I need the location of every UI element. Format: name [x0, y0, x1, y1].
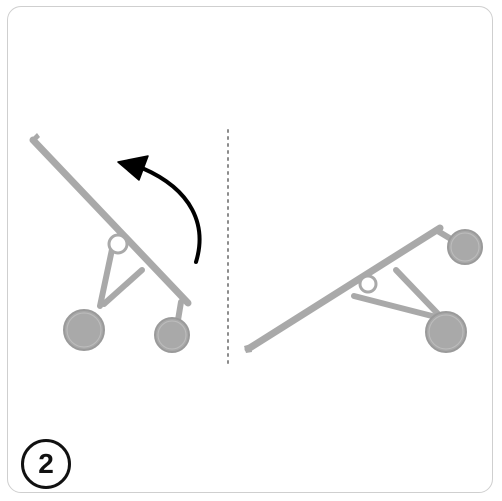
rear-brace [101, 267, 145, 307]
stroller-unfolded [29, 133, 192, 353]
lower-wheel [425, 311, 467, 353]
main-frame [29, 136, 192, 307]
step-number-badge: 2 [21, 439, 71, 489]
rear-wheel [154, 317, 190, 353]
brace-b [393, 267, 443, 319]
rear-leg [175, 299, 184, 323]
lower-wheel-rim [428, 314, 464, 350]
step-number: 2 [38, 448, 54, 479]
front-wheel-rim [66, 312, 102, 348]
upper-wheel [447, 229, 483, 265]
front-wheel [63, 309, 105, 351]
main-frame [244, 224, 444, 353]
hinge-joint [358, 274, 378, 294]
hinge-joint [107, 233, 129, 255]
stroller-folded [244, 224, 483, 353]
upper-wheel-rim [450, 232, 480, 262]
brace-a [351, 293, 435, 319]
rear-wheel-rim [157, 320, 187, 350]
rotate-arrow-icon [117, 155, 202, 264]
